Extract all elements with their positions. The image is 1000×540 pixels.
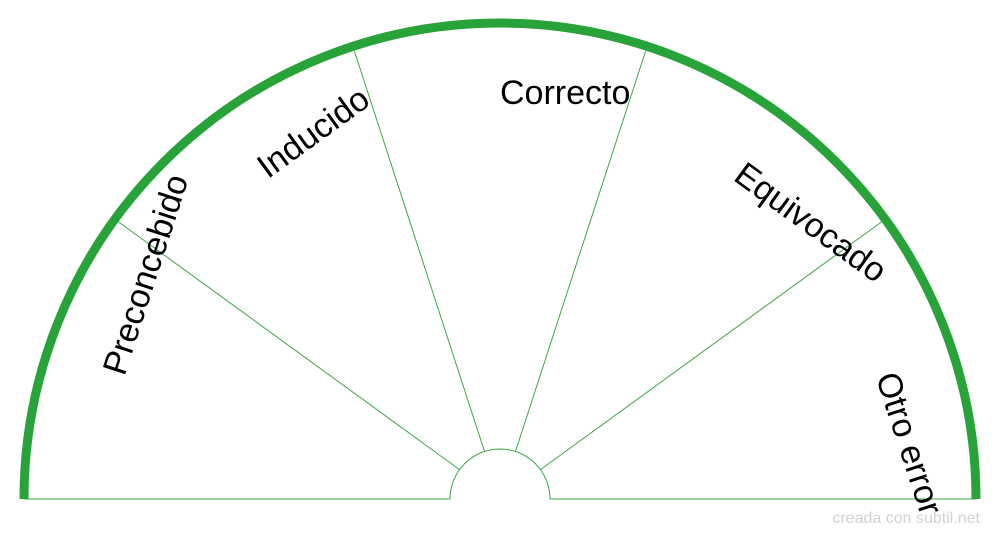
- outer-arc: [19, 18, 981, 500]
- sector-label: Preconcebido: [96, 170, 196, 379]
- sector-label: Correcto: [500, 74, 630, 112]
- watermark: creada con subtil.net: [832, 510, 980, 527]
- sector-divider: [515, 49, 647, 452]
- sector-dividers: [117, 49, 883, 471]
- sector-divider: [117, 221, 460, 471]
- sector-label: Equivocado: [727, 155, 893, 290]
- sector-labels: Preconcebido Inducido CorrectoEquivocadoOt…: [96, 74, 950, 520]
- sector-label: Otro error: [868, 368, 950, 520]
- sector-label: Inducido: [250, 80, 376, 186]
- sector-divider: [540, 221, 883, 471]
- sector-divider: [353, 49, 485, 452]
- center-hub: [449, 448, 551, 500]
